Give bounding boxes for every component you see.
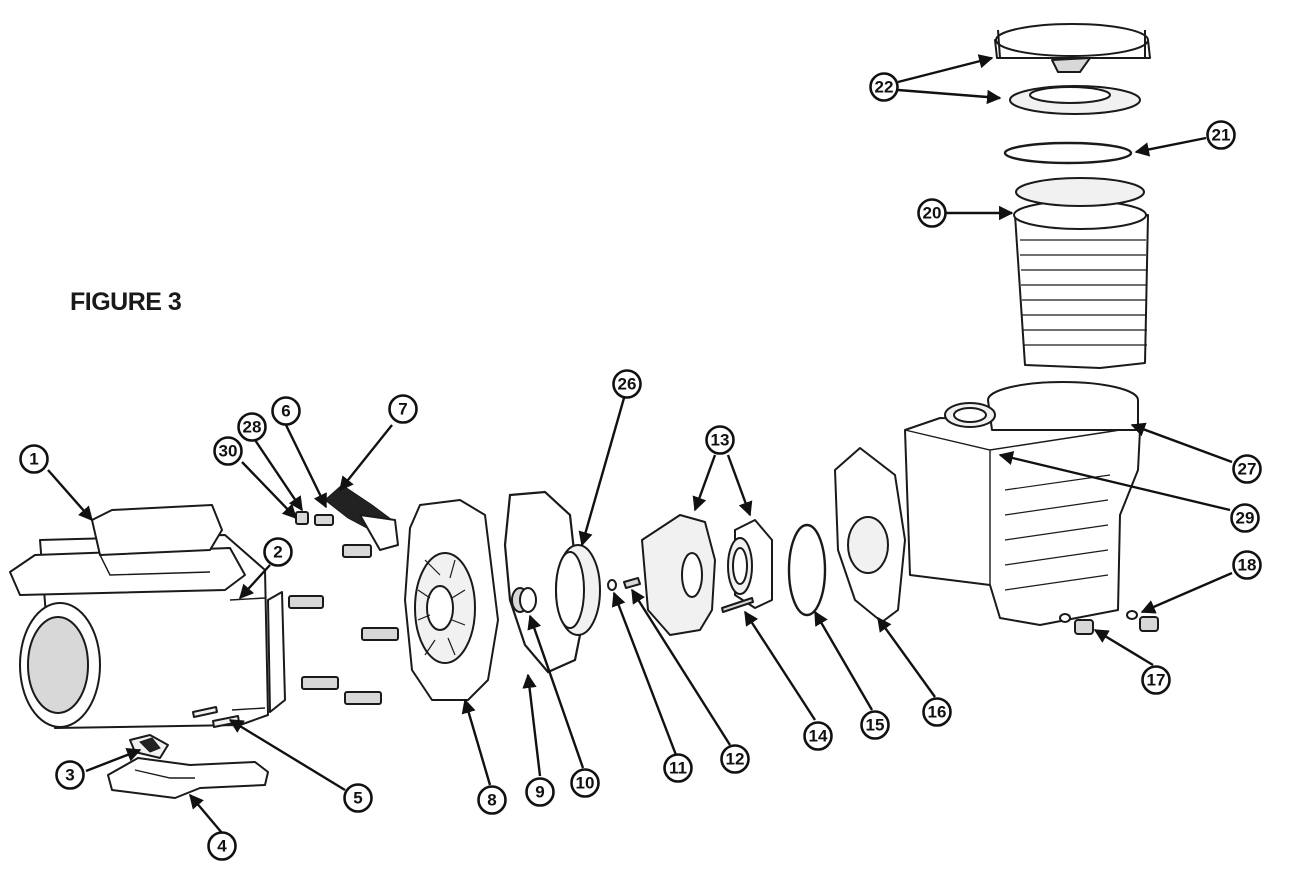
callout-5: 5 xyxy=(343,783,373,813)
strainer-basket-part xyxy=(1013,177,1149,369)
svg-text:14: 14 xyxy=(809,727,828,746)
drain-plug-part xyxy=(1059,610,1159,635)
seal-plate-part xyxy=(404,499,499,701)
svg-text:18: 18 xyxy=(1238,556,1257,575)
callout-21: 21 xyxy=(1206,120,1236,150)
svg-text:20: 20 xyxy=(923,204,942,223)
gasket-part xyxy=(503,490,587,674)
callout-20: 20 xyxy=(917,198,947,228)
figure-title: FIGURE 3 xyxy=(70,288,182,316)
svg-text:16: 16 xyxy=(928,703,947,722)
svg-text:9: 9 xyxy=(535,783,544,802)
svg-text:21: 21 xyxy=(1212,126,1231,145)
svg-text:27: 27 xyxy=(1238,460,1257,479)
svg-text:6: 6 xyxy=(281,402,290,421)
svg-text:29: 29 xyxy=(1236,509,1255,528)
callout-6: 6 xyxy=(271,396,301,426)
pin-part xyxy=(721,597,754,613)
handle-part xyxy=(324,484,399,551)
callout-27: 27 xyxy=(1232,454,1262,484)
svg-text:5: 5 xyxy=(353,789,362,808)
screws-part xyxy=(192,706,240,728)
svg-text:13: 13 xyxy=(711,431,730,450)
callout-2: 2 xyxy=(263,537,293,567)
impeller-part xyxy=(511,544,601,636)
callout-18: 18 xyxy=(1232,550,1262,580)
gasket-plate-part xyxy=(834,447,906,623)
callout-16: 16 xyxy=(922,697,952,727)
svg-text:12: 12 xyxy=(726,750,745,769)
motor-base-part xyxy=(107,734,269,799)
svg-text:2: 2 xyxy=(273,543,282,562)
svg-text:30: 30 xyxy=(219,442,238,461)
svg-text:28: 28 xyxy=(243,418,262,437)
callout-29: 29 xyxy=(1230,503,1260,533)
callout-9: 9 xyxy=(525,777,555,807)
callout-7: 7 xyxy=(388,394,418,424)
leader-lines xyxy=(47,54,1233,834)
lid-oring-part xyxy=(1003,141,1133,165)
pump-housing-part xyxy=(904,381,1141,626)
svg-text:4: 4 xyxy=(217,837,227,856)
svg-text:3: 3 xyxy=(65,766,74,785)
callout-1: 1 xyxy=(19,444,49,474)
svg-text:1: 1 xyxy=(29,450,38,469)
svg-text:10: 10 xyxy=(576,774,595,793)
svg-text:8: 8 xyxy=(487,791,496,810)
callout-26: 26 xyxy=(612,369,642,399)
motor-part xyxy=(9,504,286,729)
callout-17: 17 xyxy=(1141,665,1171,695)
bolts-part xyxy=(288,511,399,705)
lid-part xyxy=(994,23,1151,115)
svg-text:26: 26 xyxy=(618,375,637,394)
callout-12: 12 xyxy=(720,744,750,774)
svg-text:17: 17 xyxy=(1147,671,1166,690)
callout-22: 22 xyxy=(869,72,899,102)
callout-8: 8 xyxy=(477,785,507,815)
callout-4: 4 xyxy=(207,831,237,861)
callout-28: 28 xyxy=(237,412,267,442)
callout-13: 13 xyxy=(705,425,735,455)
diffuser-part xyxy=(641,514,773,636)
svg-text:7: 7 xyxy=(398,400,407,419)
svg-text:15: 15 xyxy=(866,716,885,735)
callout-15: 15 xyxy=(860,710,890,740)
callout-10: 10 xyxy=(570,768,600,798)
svg-text:22: 22 xyxy=(875,78,894,97)
oring-part xyxy=(787,523,827,617)
callout-30: 30 xyxy=(213,436,243,466)
callout-14: 14 xyxy=(803,721,833,751)
svg-text:11: 11 xyxy=(669,759,687,778)
callout-11: 11 xyxy=(663,753,693,783)
washer-part xyxy=(607,577,641,591)
callout-3: 3 xyxy=(55,760,85,790)
